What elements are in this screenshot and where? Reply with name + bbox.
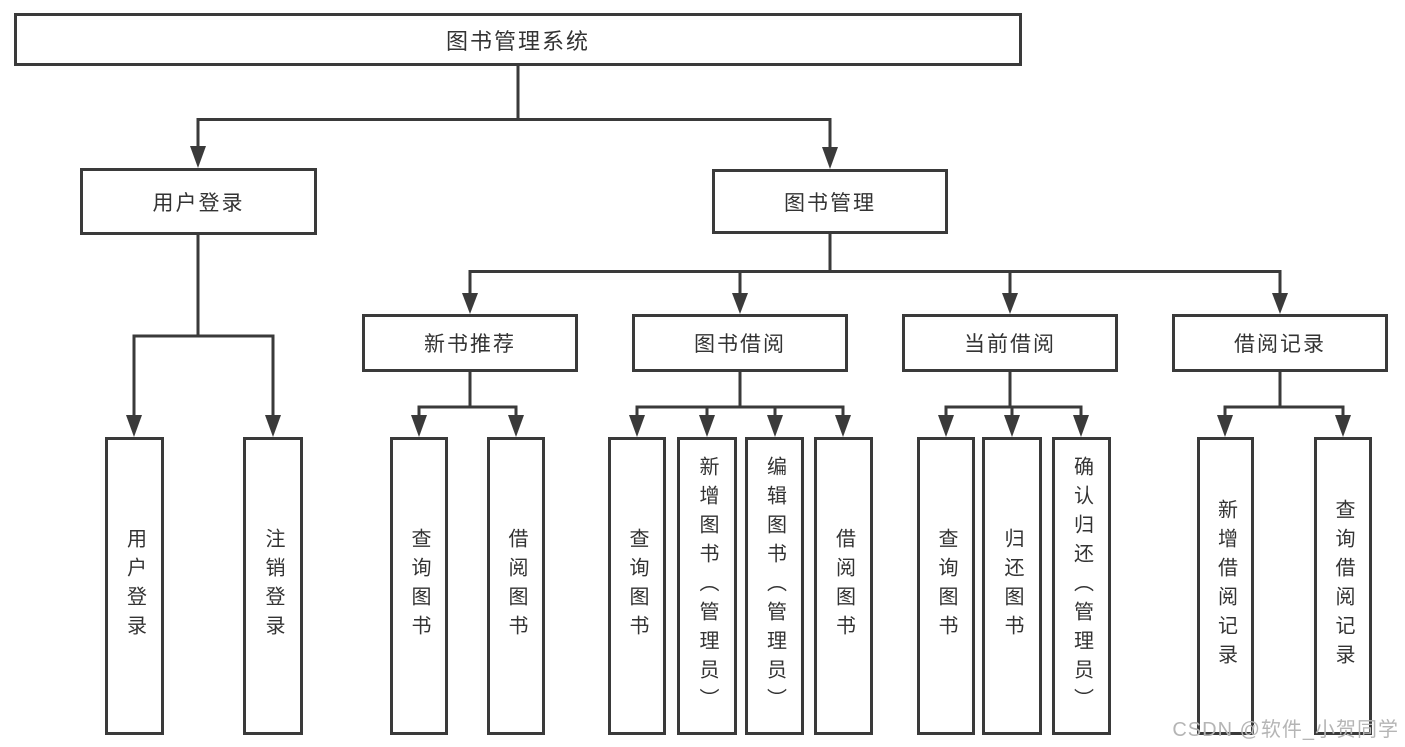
leaf-borrow-query: 查询图书 bbox=[608, 437, 666, 735]
arrowhead bbox=[508, 415, 524, 437]
arrowhead bbox=[1272, 293, 1288, 314]
node-current-borrowing: 当前借阅 bbox=[902, 314, 1118, 372]
connector-root-to-level2 bbox=[190, 66, 838, 169]
connector-records-to-leaves bbox=[1217, 372, 1351, 437]
arrowhead bbox=[190, 146, 206, 168]
arrowhead bbox=[1217, 415, 1233, 437]
leaf-newbooks-query: 查询图书 bbox=[390, 437, 448, 735]
leaf-logout: 注销登录 bbox=[243, 437, 303, 735]
arrowhead bbox=[265, 415, 281, 437]
connector-userlogin-to-leaves bbox=[126, 235, 281, 437]
node-label: 当前借阅 bbox=[964, 333, 1056, 356]
node-root-system: 图书管理系统 bbox=[14, 13, 1022, 66]
node-new-book-recommend: 新书推荐 bbox=[362, 314, 578, 372]
arrowhead bbox=[822, 147, 838, 169]
node-book-management-branch: 图书管理 bbox=[712, 169, 948, 234]
node-label: 图书管理 bbox=[784, 191, 876, 215]
node-borrow-records: 借阅记录 bbox=[1172, 314, 1388, 372]
arrowhead bbox=[126, 415, 142, 437]
node-label: 图书借阅 bbox=[694, 333, 786, 356]
leaf-label: 确认归还（管理员） bbox=[1070, 455, 1093, 717]
arrowhead bbox=[1004, 415, 1020, 437]
arrowhead bbox=[462, 293, 478, 314]
leaf-label: 新增借阅记录 bbox=[1214, 499, 1237, 673]
leaf-label: 归还图书 bbox=[1001, 528, 1023, 644]
arrowhead bbox=[767, 415, 783, 437]
arrowhead bbox=[1002, 293, 1018, 314]
connector-newbooks-to-leaves bbox=[411, 372, 524, 437]
node-label: 图书管理系统 bbox=[445, 28, 590, 54]
node-book-borrowing: 图书借阅 bbox=[632, 314, 848, 372]
arrowhead bbox=[938, 415, 954, 437]
leaf-current-query: 查询图书 bbox=[917, 437, 975, 735]
leaf-label: 借阅图书 bbox=[505, 528, 527, 644]
arrowhead bbox=[629, 415, 645, 437]
leaf-label: 用户登录 bbox=[123, 528, 146, 644]
leaf-label: 查询图书 bbox=[408, 528, 430, 644]
leaf-label: 查询借阅记录 bbox=[1332, 499, 1354, 673]
arrowhead bbox=[1073, 415, 1089, 437]
leaf-records-add: 新增借阅记录 bbox=[1197, 437, 1254, 735]
node-user-login-branch: 用户登录 bbox=[80, 168, 317, 235]
arrowhead bbox=[1335, 415, 1351, 437]
node-label: 借阅记录 bbox=[1234, 333, 1326, 356]
leaf-current-confirm-admin: 确认归还（管理员） bbox=[1052, 437, 1111, 735]
arrowhead bbox=[732, 293, 748, 314]
node-label: 用户登录 bbox=[152, 191, 245, 215]
leaf-current-return: 归还图书 bbox=[982, 437, 1042, 735]
leaf-borrow-add-admin: 新增图书（管理员） bbox=[677, 437, 737, 735]
connector-current-to-leaves bbox=[938, 372, 1089, 437]
leaf-label: 编辑图书（管理员） bbox=[763, 455, 786, 717]
leaf-user-login: 用户登录 bbox=[105, 437, 164, 735]
arrowhead bbox=[835, 415, 851, 437]
leaf-label: 注销登录 bbox=[262, 528, 284, 644]
leaf-label: 查询图书 bbox=[626, 528, 648, 644]
leaf-borrow-edit-admin: 编辑图书（管理员） bbox=[745, 437, 804, 735]
leaf-borrow-borrow: 借阅图书 bbox=[814, 437, 873, 735]
arrowhead bbox=[699, 415, 715, 437]
leaf-label: 借阅图书 bbox=[832, 528, 855, 644]
connector-borrow-to-leaves bbox=[629, 372, 851, 437]
leaf-newbooks-borrow: 借阅图书 bbox=[487, 437, 545, 735]
leaf-label: 新增图书（管理员） bbox=[696, 455, 718, 717]
csdn-watermark: CSDN @软件_小贺同学 bbox=[1172, 719, 1399, 741]
leaf-records-query: 查询借阅记录 bbox=[1314, 437, 1372, 735]
leaf-label: 查询图书 bbox=[935, 528, 957, 644]
connector-bookmgmt-to-level3 bbox=[462, 234, 1288, 314]
arrowhead bbox=[411, 415, 427, 437]
node-label: 新书推荐 bbox=[424, 333, 516, 356]
